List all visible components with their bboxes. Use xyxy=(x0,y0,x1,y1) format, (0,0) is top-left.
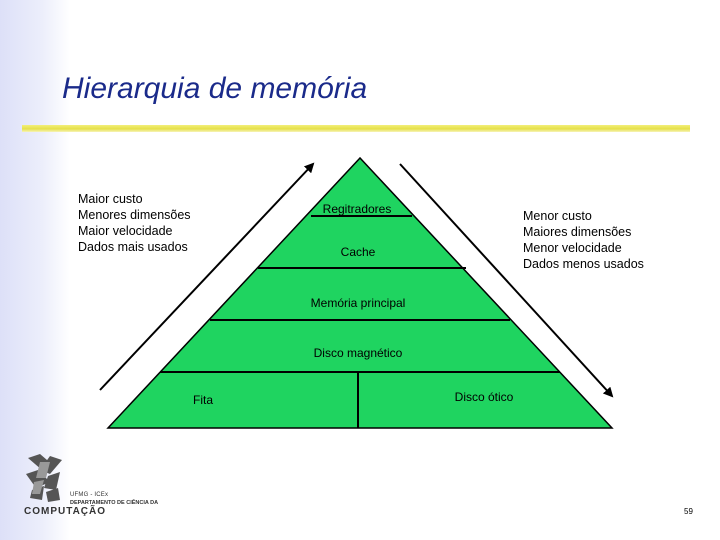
page-number: 59 xyxy=(684,507,693,516)
left-arrow xyxy=(99,162,315,391)
left-decorative-band xyxy=(0,0,70,540)
left-notes: Maior custo Menores dimensões Maior velo… xyxy=(78,191,191,255)
right-notes: Menor custo Maiores dimensões Menor velo… xyxy=(523,208,644,272)
right-note-line: Maiores dimensões xyxy=(523,225,632,239)
logo-line-2: DEPARTAMENTO DE CIÊNCIA DA xyxy=(70,500,159,506)
level-optical-disk: Disco ótico xyxy=(454,390,514,404)
slide-title: Hierarquia de memória xyxy=(62,72,368,105)
level-tape: Fita xyxy=(192,393,214,407)
right-note-line: Menor velocidade xyxy=(523,241,622,255)
level-magnetic-disk: Disco magnético xyxy=(313,346,403,360)
right-note-line: Menor custo xyxy=(523,209,592,223)
logo-line-1: UFMG - ICEx xyxy=(70,492,109,498)
left-note-line: Menores dimensões xyxy=(78,208,191,222)
pyramid-shape xyxy=(106,156,614,429)
level-registers: Regitradores xyxy=(322,202,392,216)
right-arrow xyxy=(399,163,614,398)
department-logo-icon xyxy=(26,454,62,502)
left-note-line: Dados mais usados xyxy=(78,240,188,254)
title-underline xyxy=(22,125,690,132)
level-cache: Cache xyxy=(340,245,376,259)
right-note-line: Dados menos usados xyxy=(523,257,644,271)
logo-line-3: COMPUTAÇÃO xyxy=(24,506,107,517)
left-note-line: Maior velocidade xyxy=(78,224,173,238)
left-note-line: Maior custo xyxy=(78,192,143,206)
level-main-memory: Memória principal xyxy=(310,296,406,310)
